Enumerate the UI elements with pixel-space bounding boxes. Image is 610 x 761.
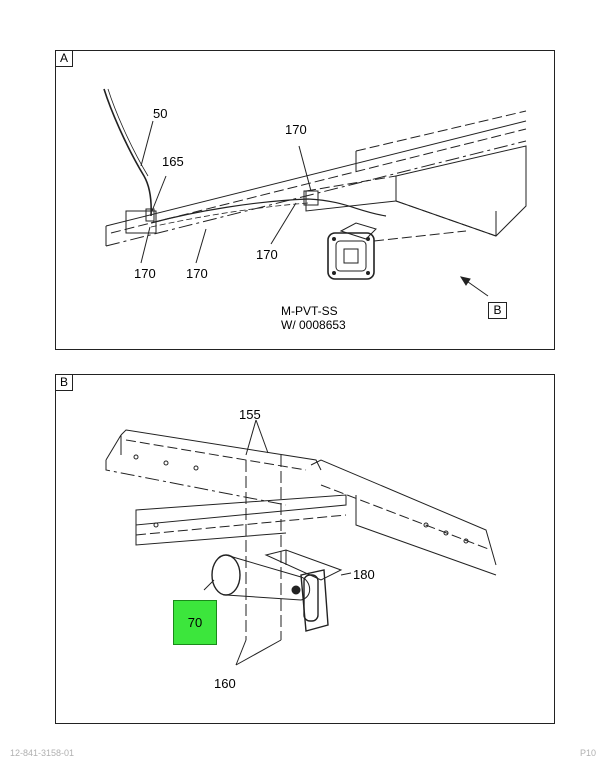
callout-50: 50 <box>153 106 168 121</box>
view-b-drawing <box>105 419 497 666</box>
callout-70-highlighted[interactable]: 70 <box>173 600 217 645</box>
view-a-panel: A <box>55 50 555 350</box>
callout-155: 155 <box>239 407 261 422</box>
footer-doc-id: 12-841-3158-01 <box>10 748 75 758</box>
callout-70-label: 70 <box>187 615 203 630</box>
callout-170-center: 170 <box>256 247 278 262</box>
view-a-tag: A <box>56 51 73 67</box>
callout-170-left: 170 <box>134 266 156 281</box>
callout-170-top: 170 <box>285 122 307 137</box>
caption-line-2: W/ 0008653 <box>281 318 346 332</box>
callout-160: 160 <box>214 676 236 691</box>
view-b-panel: B <box>55 374 555 724</box>
callout-165: 165 <box>162 154 184 169</box>
view-b-tag: B <box>56 375 73 391</box>
view-a-drawing <box>103 88 527 297</box>
footer-page-ref: P10 <box>580 748 597 758</box>
caption-line-1: M-PVT-SS <box>281 304 338 318</box>
view-b-reference: B <box>488 302 507 319</box>
callout-180: 180 <box>353 567 375 582</box>
callout-170-mid: 170 <box>186 266 208 281</box>
